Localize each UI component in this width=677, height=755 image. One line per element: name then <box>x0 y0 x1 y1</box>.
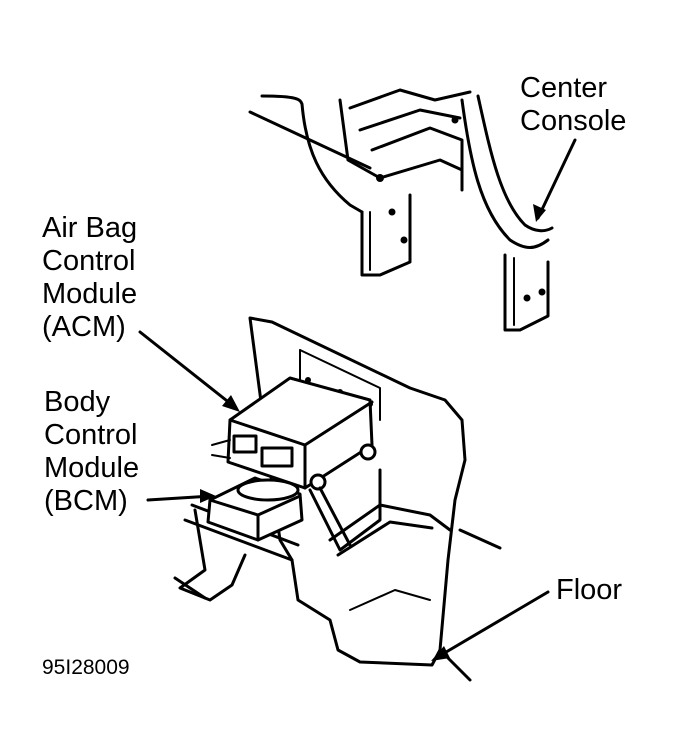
bcm-module-drawing <box>206 476 304 542</box>
acm-label-line3: Module <box>42 278 138 310</box>
floor-label: Floor <box>556 574 623 606</box>
bcm-label-line4: (BCM) <box>44 485 128 517</box>
acm-label: Air Bag Control Module (ACM) <box>42 212 137 344</box>
center-console-label: Center Console <box>520 72 626 138</box>
acm-arrowhead <box>222 395 240 412</box>
bcm-label-line3: Module <box>44 452 140 484</box>
center-console-pointer <box>536 138 577 220</box>
acm-label-line4: (ACM) <box>42 311 126 343</box>
floor-pointer <box>434 590 550 660</box>
acm-module-drawing <box>211 376 382 552</box>
bcm-arrowhead <box>200 489 216 503</box>
acm-pointer <box>138 330 238 410</box>
acm-label-line1: Air Bag <box>42 212 138 244</box>
figure-code: 95I28009 <box>42 656 130 679</box>
bcm-label: Body Control Module (BCM) <box>44 386 139 518</box>
acm-label-line2: Control <box>42 245 136 277</box>
center-console-arrowhead <box>533 204 546 222</box>
bcm-label-line1: Body <box>44 386 111 418</box>
bcm-label-line2: Control <box>44 419 138 451</box>
center-console-label-line2: Console <box>520 105 627 137</box>
center-console-drawing <box>248 88 554 332</box>
center-console-label-line1: Center <box>520 72 608 104</box>
floor-arrowhead <box>431 646 450 661</box>
